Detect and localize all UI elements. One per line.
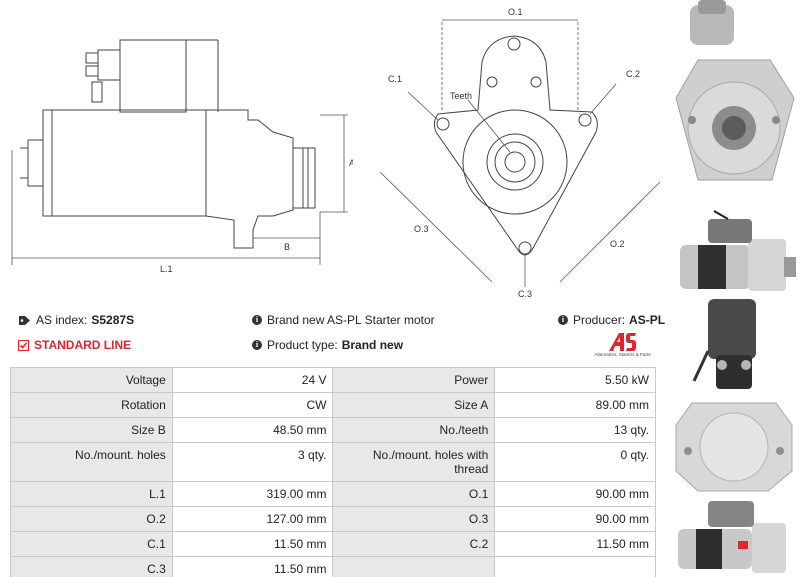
spec-value: 90.00 mm — [494, 481, 656, 507]
spec-label: No./mount. holes with thread — [332, 442, 496, 482]
dim-a-label: A — [349, 158, 353, 168]
standard-line-row: STANDARD LINE — [18, 338, 131, 352]
description-row: i Brand new AS-PL Starter motor — [252, 313, 435, 327]
description-text: Brand new AS-PL Starter motor — [267, 313, 435, 327]
dim-c2-label: C.2 — [626, 69, 640, 79]
product-type-value: Brand new — [341, 338, 404, 352]
info-icon: i — [558, 315, 568, 325]
spec-label: C.2 — [332, 531, 496, 557]
spec-value: 0 qty. — [494, 442, 656, 482]
spec-value: 11.50 mm — [171, 556, 334, 577]
dim-b-label: B — [284, 242, 290, 252]
producer-value: AS-PL — [629, 313, 666, 327]
info-icon: i — [252, 315, 262, 325]
product-type-row: i Product type: Brand new — [252, 338, 403, 352]
product-photo-rear — [675, 402, 793, 492]
spec-value: 11.50 mm — [171, 531, 334, 557]
spec-label: C.3 — [10, 556, 173, 577]
as-index-row: AS index: S5287S — [18, 313, 134, 327]
spec-label: O.1 — [332, 481, 496, 507]
producer-row: i Producer: AS-PL — [558, 313, 665, 327]
spec-label: No./teeth — [332, 417, 496, 443]
as-index-label: AS index: — [36, 313, 88, 327]
dim-o1-label: O.1 — [508, 7, 523, 17]
spec-value — [494, 556, 656, 577]
tag-icon — [19, 315, 30, 325]
dim-o2-label: O.2 — [610, 239, 625, 249]
spec-value: 48.50 mm — [171, 417, 334, 443]
spec-label: Rotation — [10, 392, 173, 418]
spec-label: No./mount. holes — [10, 442, 173, 482]
spec-value: 5.50 kW — [494, 367, 656, 393]
spec-label: L.1 — [10, 481, 173, 507]
spec-value: 89.00 mm — [494, 392, 656, 418]
spec-label: O.2 — [10, 506, 173, 532]
spec-label — [332, 556, 496, 577]
product-photo-side — [680, 210, 796, 291]
spec-value: 127.00 mm — [171, 506, 334, 532]
front-view-drawing: O.1 C.1 C.2 Teeth O.3 O.2 C.3 — [379, 7, 661, 299]
product-photo-top — [692, 299, 756, 389]
spec-value: CW — [171, 392, 334, 418]
spec-value: 3 qty. — [171, 442, 334, 482]
info-icon: i — [252, 340, 262, 350]
spec-label: Size A — [332, 392, 496, 418]
checkbox-checked-icon — [18, 339, 29, 351]
dim-c1-label: C.1 — [388, 74, 402, 84]
product-photo-front — [675, 0, 795, 181]
spec-value: 90.00 mm — [494, 506, 656, 532]
teeth-label: Teeth — [450, 91, 472, 101]
as-logo-mark — [609, 333, 636, 351]
producer-label: Producer: — [573, 313, 626, 327]
standard-line-text: STANDARD LINE — [34, 338, 132, 352]
spec-label: O.3 — [332, 506, 496, 532]
spec-label: Power — [332, 367, 496, 393]
dim-c3-label: C.3 — [518, 289, 532, 299]
product-type-label: Product type: — [267, 338, 338, 352]
spec-label: Voltage — [10, 367, 173, 393]
product-photo-profile — [678, 501, 786, 573]
logo-tagline: Alternators, Starters & Parts — [594, 352, 651, 357]
dim-o3-label: O.3 — [414, 224, 429, 234]
spec-value: 11.50 mm — [494, 531, 656, 557]
spec-value: 13 qty. — [494, 417, 656, 443]
as-pl-logo: Alternators, Starters & Parts — [585, 332, 660, 360]
spec-label: Size B — [10, 417, 173, 443]
spec-label: C.1 — [10, 531, 173, 557]
side-view-drawing: A B L.1 — [11, 39, 353, 274]
dim-l1-label: L.1 — [160, 264, 173, 274]
as-index-value: S5287S — [91, 313, 135, 327]
spec-value: 319.00 mm — [171, 481, 334, 507]
spec-value: 24 V — [171, 367, 334, 393]
